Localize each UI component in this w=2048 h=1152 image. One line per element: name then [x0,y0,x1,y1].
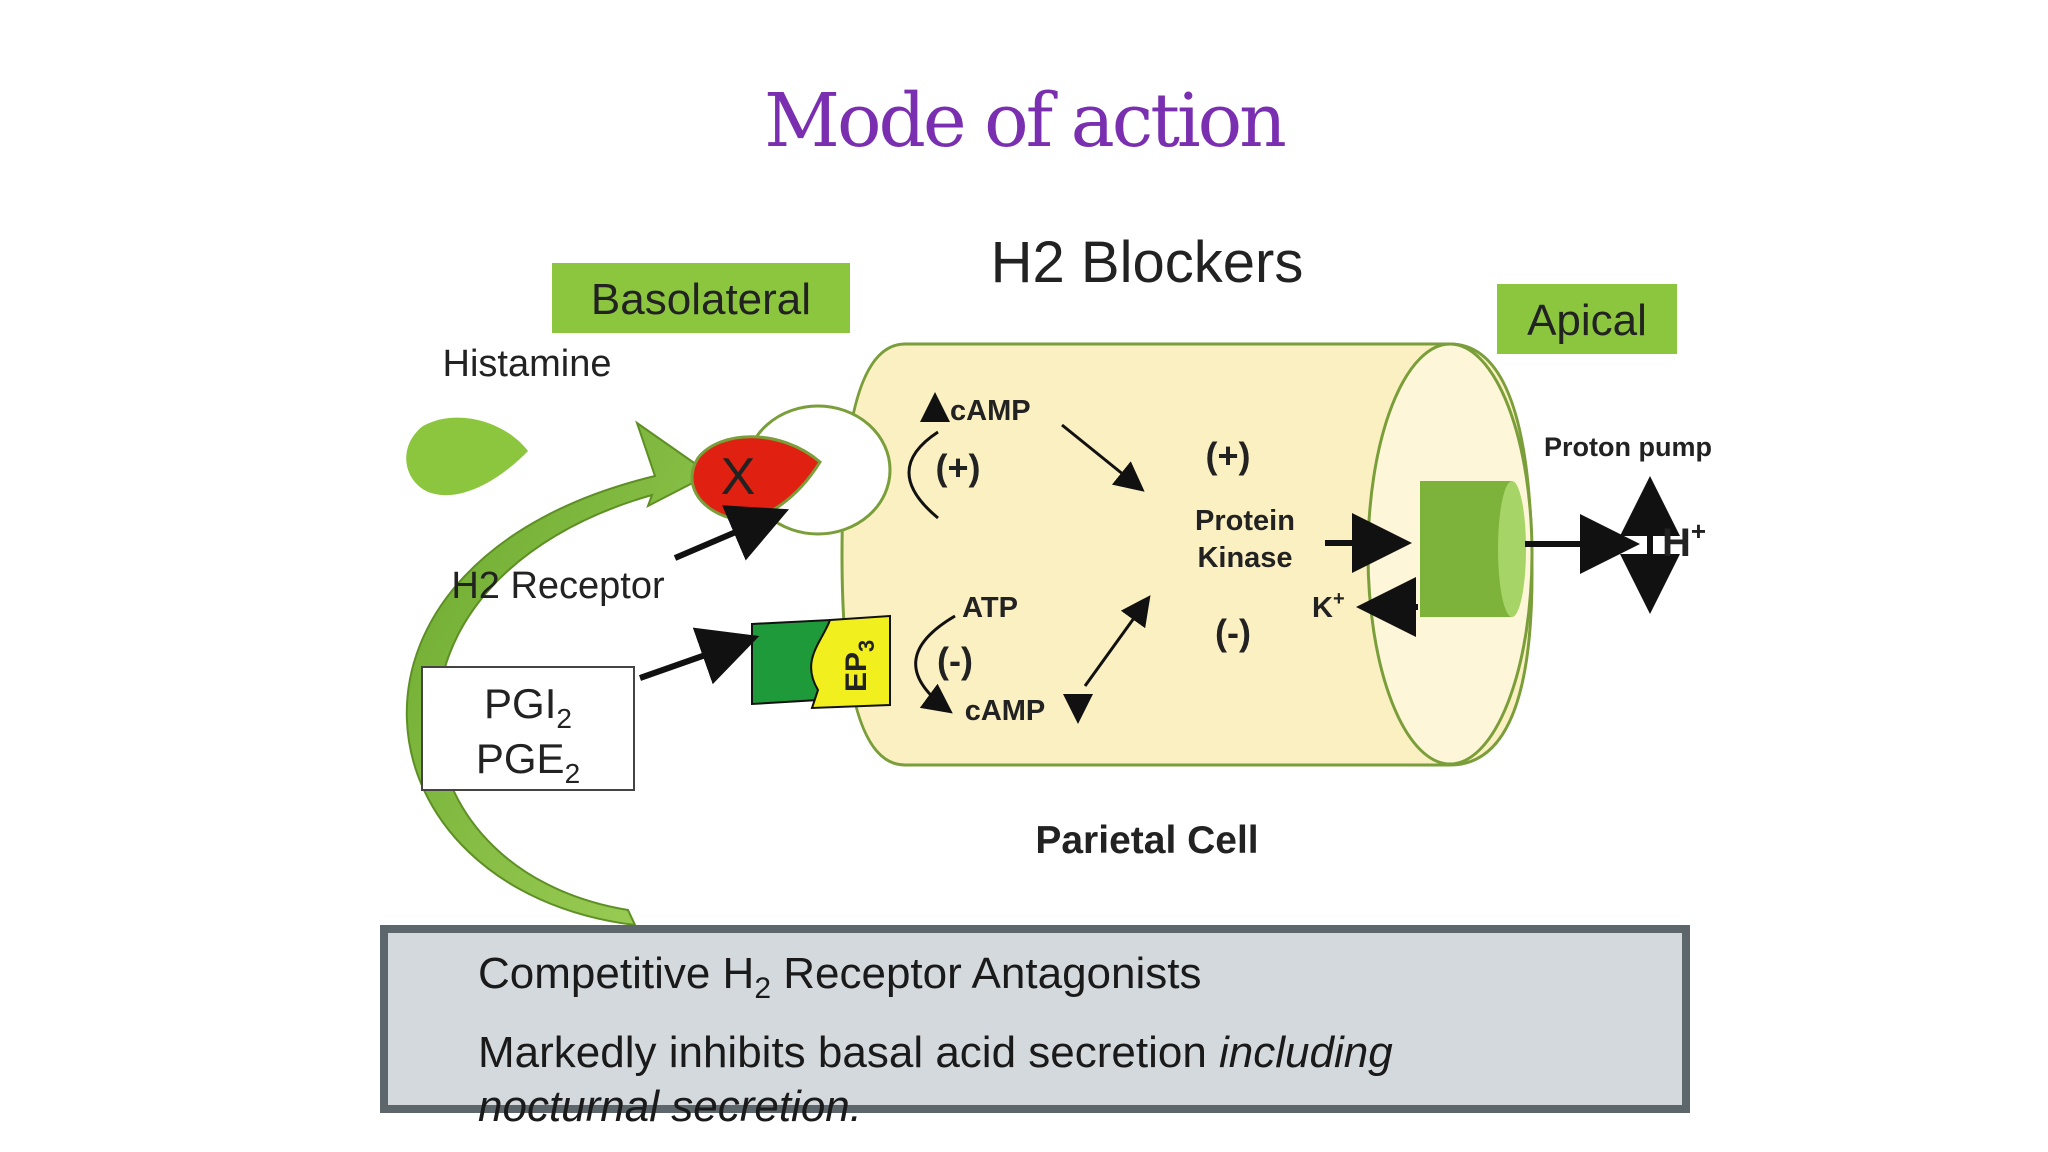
slide-title: Mode of action [764,78,1287,164]
prostaglandin-box [421,666,635,791]
basolateral-label: Basolateral [591,275,811,324]
histamine-molecule [406,417,528,496]
parietal-cell-label: Parietal Cell [1035,819,1258,862]
info-box: Competitive H2 Receptor Antagonists Mark… [380,925,1690,1131]
k-ion-label: K+ [1312,588,1345,624]
histamine-label: Histamine [443,343,612,385]
pgi2-label: PGI2 [484,680,572,734]
info-line-2: Markedly inhibits basal acid secretion i… [478,1027,1393,1077]
apical-label: Apical [1527,296,1647,345]
minus-left-label: (-) [937,640,973,681]
h-ion-label: H+ [1662,516,1706,565]
proton-pump [1420,481,1512,617]
camp-down-to-kinase-arrow [1083,595,1151,687]
ep3-label: EP3 [840,640,879,692]
drug-action-arrow [405,420,712,927]
kinase-label: Kinase [1197,542,1292,574]
prostaglandin-pointer [639,627,760,685]
camp-down-label: cAMP [965,695,1046,727]
receptor-coupling-arc [907,430,939,520]
ep-coupling-arc [914,614,956,714]
info-line-3: nocturnal secretion. [478,1081,862,1131]
atp-label: ATP [962,592,1018,624]
camp-to-kinase-arrow [1061,423,1145,492]
blocker-x-mark: X [721,448,756,506]
h2-receptor-label: H2 Receptor [451,565,665,607]
minus-right-label: (-) [1215,612,1251,653]
proton-pump-label: Proton pump [1544,432,1712,462]
pge2-label: PGE2 [476,735,580,789]
camp-up-label: cAMP [950,395,1031,427]
plus-left-label: (+) [936,447,981,488]
basolateral-label-box [552,263,850,333]
h2-blocker-molecule [690,435,822,521]
apical-label-box [1497,284,1677,354]
proton-pump-face [1498,481,1526,617]
info-line-1: Competitive H2 Receptor Antagonists [478,949,1202,1005]
ep3-receptor-yellow [810,614,891,710]
h2-receptor-pointer [673,505,790,561]
diagram-heading: H2 Blockers [991,230,1304,295]
plus-right-label: (+) [1206,435,1251,476]
protein-label: Protein [1195,505,1295,537]
